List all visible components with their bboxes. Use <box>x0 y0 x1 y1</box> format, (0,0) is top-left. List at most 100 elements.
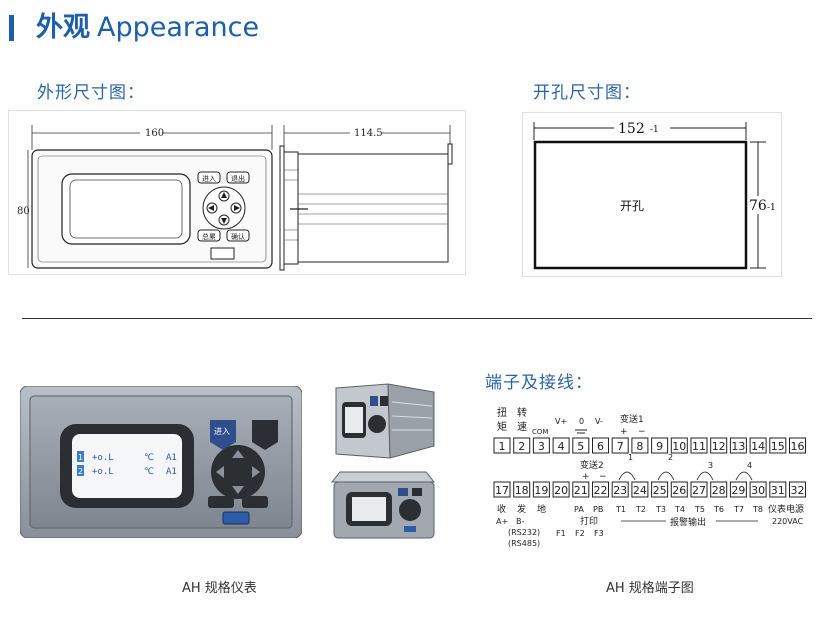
svg-text:B-: B- <box>516 517 524 526</box>
cutout-heading: 开孔尺寸图： <box>533 83 641 103</box>
terminal-bottom-box-17 <box>493 481 511 498</box>
terminal-bottom-number-32: 32 <box>791 484 805 497</box>
terminal-top-number-15: 15 <box>771 440 785 453</box>
svg-text:1: 1 <box>628 453 633 462</box>
terminal-bottom-number-19: 19 <box>534 484 548 497</box>
terminal-bottom-number-24: 24 <box>633 484 647 497</box>
terminal-top-box-3 <box>532 437 550 454</box>
terminal-top-box-8 <box>631 437 649 454</box>
svg-text:进入: 进入 <box>214 427 230 436</box>
svg-text:-1: -1 <box>650 125 659 135</box>
terminal-heading: 端子及接线： <box>485 373 593 393</box>
terminal-bottom-box-31 <box>769 481 787 498</box>
svg-text:A1: A1 <box>166 453 177 463</box>
svg-text:转: 转 <box>517 406 527 419</box>
svg-text:T6: T6 <box>713 505 724 514</box>
svg-text:+o.L: +o.L <box>92 467 114 477</box>
svg-text:T1: T1 <box>615 505 626 514</box>
terminal-top-number-8: 8 <box>636 440 643 453</box>
terminal-bottom-number-28: 28 <box>712 484 726 497</box>
cutout-width-label: 152 <box>618 121 645 137</box>
terminal-top-number-11: 11 <box>692 440 706 453</box>
svg-text:4: 4 <box>747 461 752 470</box>
svg-text:地: 地 <box>537 503 546 515</box>
page-title-cn: 外观 <box>36 12 90 43</box>
terminal-top-box-12 <box>710 437 728 454</box>
terminal-top-box-16 <box>789 437 806 454</box>
side-depth-label: 114.5 <box>354 128 383 139</box>
terminal-bottom-box-22 <box>592 481 609 498</box>
usb-port <box>210 247 235 260</box>
terminal-top-box-13 <box>729 437 747 454</box>
svg-text:总累: 总累 <box>202 232 216 241</box>
svg-text:PA: PA <box>574 505 584 514</box>
terminal-bottom-number-26: 26 <box>672 484 686 497</box>
instrument-photo-front: 1 +o.L ℃ A1 2 +o.L ℃ A1 进入 <box>20 386 302 538</box>
terminal-bottom-box-27 <box>690 481 708 498</box>
svg-text:+: + <box>620 427 628 437</box>
svg-text:T8: T8 <box>752 505 763 514</box>
terminal-top-number-3: 3 <box>538 440 545 453</box>
svg-text:确认: 确认 <box>231 232 245 241</box>
terminal-bottom-box-25 <box>651 481 669 498</box>
side-bezel <box>279 145 285 271</box>
terminal-top-number-1: 1 <box>499 440 506 453</box>
terminal-bottom-number-25: 25 <box>653 484 667 497</box>
terminal-top-box-4 <box>552 437 570 454</box>
terminal-top-number-14: 14 <box>751 440 765 453</box>
terminal-bottom-box-18 <box>513 481 531 498</box>
svg-text:(RS232): (RS232) <box>508 528 540 537</box>
lcd-screen <box>72 434 182 498</box>
front-screen <box>61 173 191 245</box>
terminal-top-number-6: 6 <box>597 440 604 453</box>
terminal-bottom-box-32 <box>789 481 806 498</box>
terminal-top-number-5: 5 <box>577 440 584 453</box>
svg-text:发: 发 <box>517 503 526 515</box>
terminal-bottom-box-20 <box>552 481 570 498</box>
terminal-top-box-14 <box>749 437 767 454</box>
svg-text:仪表电源: 仪表电源 <box>768 503 804 515</box>
svg-text:2: 2 <box>668 453 673 462</box>
terminal-top-box-11 <box>690 437 708 454</box>
svg-text:进入: 进入 <box>202 175 216 183</box>
drawing-frame <box>8 110 466 275</box>
svg-text:V-: V- <box>595 417 603 426</box>
terminal-bottom-box-29 <box>729 481 747 498</box>
svg-text:0: 0 <box>579 417 584 426</box>
terminal-bottom-number-17: 17 <box>495 484 509 497</box>
cutout-center-label: 开孔 <box>620 199 644 213</box>
svg-text:−: − <box>638 427 646 437</box>
terminal-bottom-box-30 <box>749 481 767 498</box>
svg-text:V+: V+ <box>555 417 567 426</box>
svg-text:A1: A1 <box>166 467 177 477</box>
terminal-bottom-number-29: 29 <box>731 484 745 497</box>
svg-text:T4: T4 <box>674 505 685 514</box>
terminal-top-number-16: 16 <box>791 440 805 453</box>
svg-text:打印: 打印 <box>580 515 598 527</box>
terminal-top-number-9: 9 <box>656 440 663 453</box>
instrument-photo-top <box>330 471 436 539</box>
dimension-drawing: 160 80 进入 退出 总累 确认 114.5 <box>8 110 466 275</box>
svg-text:PB: PB <box>593 505 603 514</box>
terminal-bottom-box-26 <box>670 481 688 498</box>
svg-text:F2: F2 <box>575 529 585 538</box>
svg-text:2: 2 <box>78 467 83 476</box>
svg-text:T7: T7 <box>733 505 744 514</box>
svg-text:扭: 扭 <box>497 406 507 419</box>
terminal-top-box-5 <box>572 437 590 454</box>
terminal-top-number-13: 13 <box>731 440 745 453</box>
front-height-label: 80 <box>17 206 30 217</box>
terminal-top-box-1 <box>493 437 511 454</box>
terminal-top-number-12: 12 <box>712 440 726 453</box>
svg-text:矩: 矩 <box>497 420 507 433</box>
cutout-rect <box>533 140 748 270</box>
terminal-bottom-number-18: 18 <box>515 484 529 497</box>
terminal-bottom-number-31: 31 <box>771 484 785 497</box>
svg-text:F1: F1 <box>556 529 566 538</box>
title-accent-bar <box>9 15 14 41</box>
svg-text:3: 3 <box>708 461 713 470</box>
svg-text:F3: F3 <box>594 529 604 538</box>
terminal-bottom-box-23 <box>611 481 629 498</box>
